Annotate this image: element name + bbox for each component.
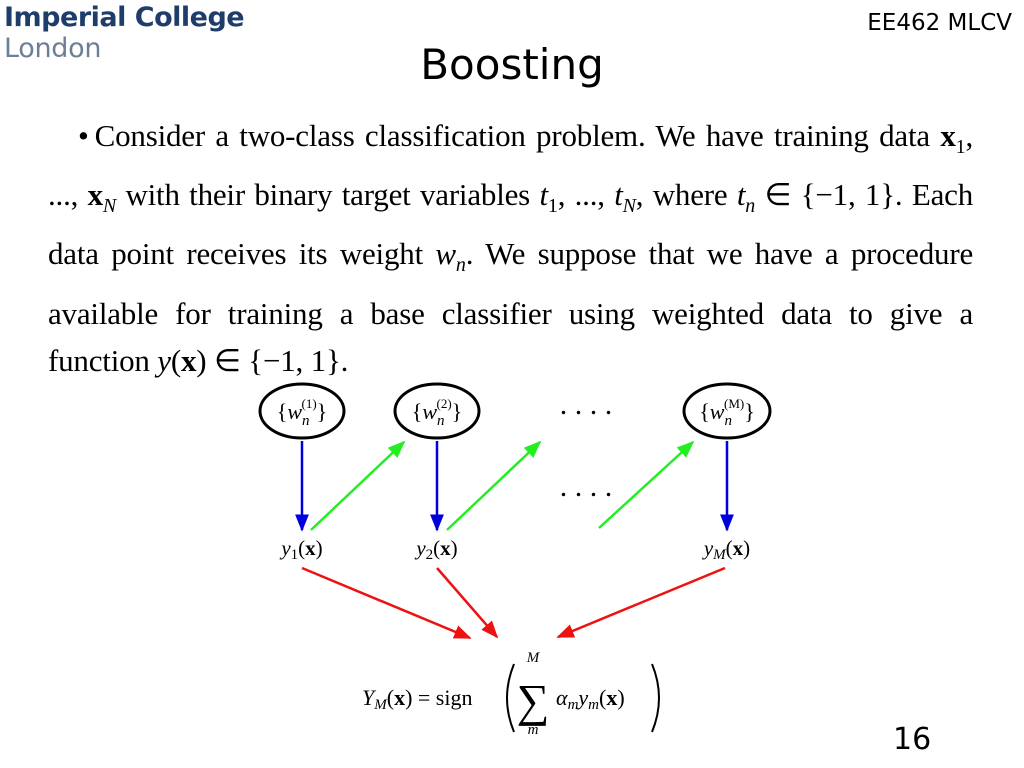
body-text-2: with their binary target variables: [116, 177, 540, 213]
svg-text:{wn(M)}: {wn(M)}: [699, 396, 755, 429]
classifier-1: y1(x): [279, 536, 322, 563]
course-code: EE462 MLCV: [867, 10, 1012, 36]
weight-node-m: {wn(M)}: [682, 382, 772, 440]
page-number: 16: [893, 722, 932, 757]
body-text-1: Consider a two-class classification prob…: [94, 118, 941, 153]
combine-arrow-1: [301, 566, 472, 640]
weight-node-2: {wn(2)}: [393, 382, 481, 440]
weight-sup-2: (2): [437, 396, 452, 411]
svg-text:αmym(x): αmym(x): [556, 685, 625, 713]
svg-text:YM(x) = sign: YM(x) = sign: [362, 685, 473, 713]
next-arrow-2: [446, 440, 542, 531]
sum-upper: M: [526, 650, 541, 666]
next-arrow-1: [310, 440, 406, 531]
weight-node-1: {wn(1)}: [258, 382, 346, 440]
logo-line1: Imperial College: [4, 2, 245, 33]
bullet-dot: •: [78, 118, 89, 153]
next-arrow-m: [598, 440, 695, 529]
body-paragraph: •Consider a two-class classification pro…: [48, 112, 973, 384]
logo-line2: London: [4, 33, 102, 64]
combine-arrow-m: [556, 566, 726, 639]
imperial-logo: Imperial College London: [4, 2, 245, 64]
math-yx-set: y(x) ∈ {−1, 1}: [157, 342, 341, 378]
weight-sup-m: (M): [724, 396, 744, 411]
math-wn: wn: [435, 236, 466, 277]
math-t1n: t1, ..., tN: [539, 177, 636, 218]
classifier-m: yM(x): [702, 536, 750, 563]
slide-title: Boosting: [420, 40, 604, 89]
body-text-4: . Each data point receives its weight: [48, 177, 973, 272]
math-tn-set: tn ∈ {−1, 1}: [736, 177, 895, 218]
classifier-2: y2(x): [414, 536, 457, 563]
body-text-5: . We suppose that we have a procedure av…: [48, 236, 974, 378]
svg-text:∑: ∑: [517, 675, 550, 726]
body-text-6: .: [340, 342, 349, 378]
ellipsis-middle: . . . .: [560, 470, 613, 503]
weight-sup-1: (1): [302, 396, 317, 411]
svg-text:{wn(2)}: {wn(2)}: [412, 396, 462, 429]
svg-text:{wn(1)}: {wn(1)}: [277, 396, 327, 429]
final-formula: YM(x) = sign M ∑ m αmym(x): [362, 650, 660, 738]
combine-arrow-2: [436, 567, 499, 639]
math-x1n: x1, ..., xN: [48, 118, 973, 218]
ellipsis-top: . . . .: [560, 388, 613, 421]
body-text-3: , where: [635, 177, 737, 213]
sum-lower: m: [528, 722, 539, 738]
